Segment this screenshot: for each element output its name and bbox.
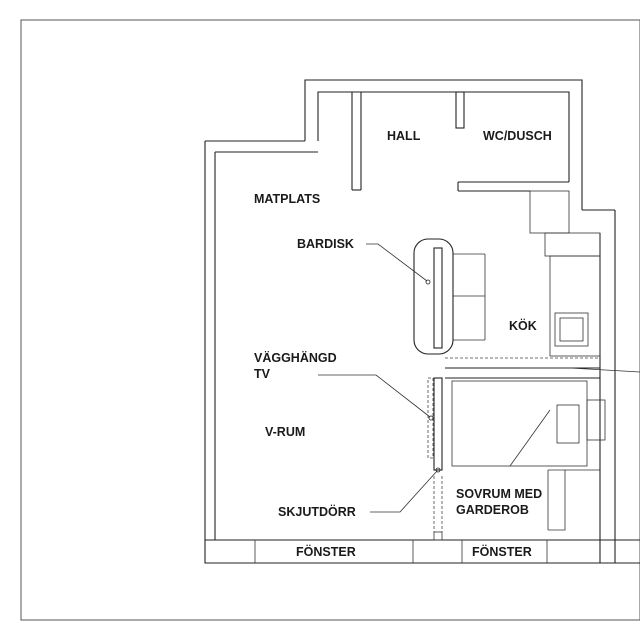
room-label-wc-dusch: WC/DUSCH xyxy=(483,129,552,143)
bar-counter xyxy=(413,238,454,355)
room-label-sovrum-line1: SOVRUM MED xyxy=(456,487,542,501)
partition-wall xyxy=(427,377,443,541)
room-label-kok: KÖK xyxy=(509,318,537,333)
callout-bardisk: BARDISK xyxy=(297,237,354,251)
page-frame xyxy=(20,19,640,621)
callout-skjutdorr: SKJUTDÖRR xyxy=(278,504,356,519)
callout-leaders xyxy=(318,243,640,513)
callout-tv-line2: TV xyxy=(254,367,271,381)
window-strip xyxy=(205,539,640,563)
room-label-hall: HALL xyxy=(387,129,421,143)
outer-walls xyxy=(204,79,640,564)
window-label-left: FÖNSTER xyxy=(296,544,356,559)
room-label-sovrum-line2: GARDEROB xyxy=(456,503,529,517)
kitchen-fixtures xyxy=(445,253,601,379)
room-label-v-rum: V-RUM xyxy=(265,425,305,439)
window-label-right: FÖNSTER xyxy=(472,544,532,559)
room-label-matplats: MATPLATS xyxy=(254,192,320,206)
bedroom-fixtures xyxy=(451,380,606,531)
callout-tv-line1: VÄGGHÄNGD xyxy=(254,350,337,365)
